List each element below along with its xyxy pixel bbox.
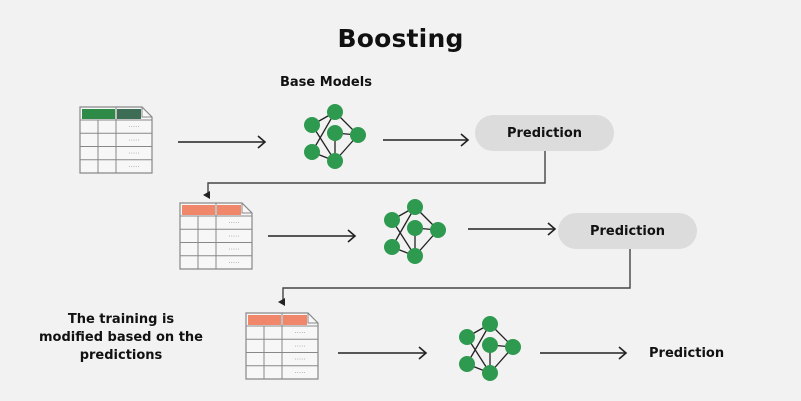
arrow-head-icon [418, 346, 428, 360]
network-node [459, 329, 475, 345]
network-node [384, 239, 400, 255]
network-node [459, 356, 475, 372]
table-cell-dots: ····· [294, 369, 305, 377]
model-network-icon-1 [304, 104, 366, 169]
network-node [482, 337, 498, 353]
feedback-connector-1 [203, 151, 546, 199]
network-node [482, 365, 498, 381]
table-cell-dots: ····· [228, 232, 239, 240]
prediction-label-1: Prediction [506, 125, 583, 141]
arrow-head-icon [257, 135, 267, 149]
table-header-cell [117, 109, 141, 119]
arrow-1 [178, 135, 267, 149]
arrow-head-icon [547, 222, 557, 236]
training-note: The training is modified based on the pr… [39, 312, 203, 363]
table-cell-dots: ····· [294, 342, 305, 350]
network-node [407, 220, 423, 236]
model-network-icon-3 [459, 316, 521, 381]
network-node [327, 153, 343, 169]
arrow-head-icon [618, 346, 628, 360]
table-cell-dots: ····· [228, 259, 239, 267]
table-cell-dots: ····· [228, 219, 239, 227]
arrow-head-icon [460, 133, 470, 147]
table-cell-dots: ····· [128, 150, 139, 158]
network-node [304, 144, 320, 160]
table-cell-dots: ····· [128, 123, 139, 131]
network-node [482, 316, 498, 332]
network-node [327, 104, 343, 120]
prediction-pill-2: Prediction [558, 213, 697, 249]
model-network-icon-2 [384, 199, 446, 264]
network-node [304, 117, 320, 133]
table-header-cell [248, 315, 281, 325]
prediction-label-3: Prediction [649, 346, 725, 361]
table-cell-dots: ····· [228, 246, 239, 254]
arrow-3 [268, 229, 357, 243]
table-header-cell [283, 315, 307, 325]
table-cell-dots: ····· [294, 329, 305, 337]
table-icon-2: ····· ····· ····· ····· [179, 202, 253, 270]
table-header-cell [182, 205, 215, 215]
arrow-2 [383, 133, 470, 147]
table-header-cell [82, 109, 115, 119]
table-fold [307, 313, 318, 324]
network-node [407, 248, 423, 264]
arrow-6 [540, 346, 628, 360]
diagram-title: Boosting [337, 24, 464, 53]
table-cell-dots: ····· [128, 136, 139, 144]
table-icon-3: ····· ····· ····· ····· [245, 312, 319, 380]
network-node [505, 339, 521, 355]
base-models-label: Base Models [280, 75, 372, 90]
prediction-pill-1: Prediction [475, 115, 614, 151]
arrow-4 [468, 222, 557, 236]
table-fold [241, 203, 252, 214]
arrow-head-icon [347, 229, 357, 243]
feedback-connector-2 [278, 249, 631, 306]
table-cell-dots: ····· [294, 356, 305, 364]
network-node [350, 127, 366, 143]
table-cell-dots: ····· [128, 163, 139, 171]
table-icon-1: ····· ····· ····· ····· [79, 106, 153, 174]
network-node [327, 125, 343, 141]
network-node [407, 199, 423, 215]
network-node [384, 212, 400, 228]
prediction-label-2: Prediction [589, 223, 666, 239]
table-fold [141, 107, 152, 118]
arrow-5 [338, 346, 428, 360]
table-header-cell [217, 205, 241, 215]
network-node [430, 222, 446, 238]
